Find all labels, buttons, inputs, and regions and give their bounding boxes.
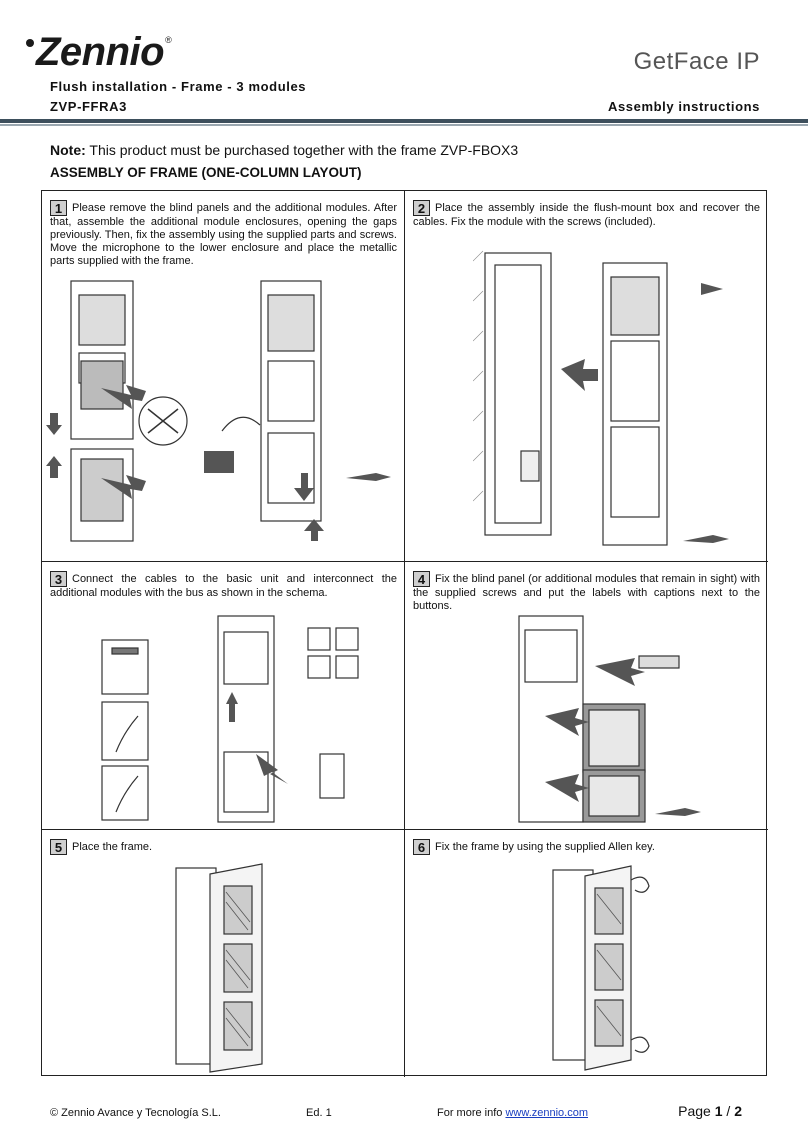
step-number: 4 xyxy=(413,571,430,587)
step-5-cell: 5 Place the frame. xyxy=(42,830,405,1077)
step-number: 6 xyxy=(413,839,430,855)
step-6-text: 6 Fix the frame by using the supplied All… xyxy=(413,839,760,855)
footer-edition: Ed. 1 xyxy=(306,1107,332,1119)
page-current: 1 xyxy=(714,1103,723,1119)
step-5-text: 5 Place the frame. xyxy=(50,839,397,855)
step-number: 2 xyxy=(413,200,430,216)
note-text: This product must be purchased together … xyxy=(85,142,519,158)
step-number: 5 xyxy=(50,839,67,855)
step-6-illustration xyxy=(552,865,650,1071)
document-subtitle: Flush installation - Frame - 3 modules xyxy=(50,79,307,94)
document-type: Assembly instructions xyxy=(607,99,760,114)
footer-more-info: For more info www.zennio.com xyxy=(437,1107,588,1119)
product-name: GetFace IP xyxy=(633,48,760,75)
step-6-cell: 6 Fix the frame by using the supplied All… xyxy=(405,830,768,1077)
step-5-illustration xyxy=(175,863,263,1073)
step-number: 1 xyxy=(50,200,67,216)
page-separator: / xyxy=(722,1103,735,1119)
step-description: Please remove the blind panels and the a… xyxy=(50,202,397,267)
model-code: ZVP-FFRA3 xyxy=(50,99,127,114)
step-description: Place the assembly inside the flush-moun… xyxy=(413,202,760,228)
page-total: 2 xyxy=(734,1103,742,1119)
registered-mark-icon: ® xyxy=(165,35,172,45)
logo-dot-icon xyxy=(26,39,34,47)
step-3-illustration xyxy=(101,615,359,823)
step-description: Connect the cables to the basic unit and… xyxy=(50,573,397,599)
step-2-illustration xyxy=(473,250,729,546)
note-label: Note: xyxy=(50,142,86,158)
step-description: Place the frame. xyxy=(72,841,153,853)
page-number: Page 1 / 2 xyxy=(678,1103,742,1119)
step-description: Fix the blind panel (or additional modul… xyxy=(413,573,760,612)
more-info-label: For more info xyxy=(437,1107,506,1119)
header-rule-light xyxy=(0,124,808,126)
step-4-illustration xyxy=(518,615,701,823)
zennio-logo: Zennio® xyxy=(26,30,172,75)
section-title: ASSEMBLY OF FRAME (ONE-COLUMN LAYOUT) xyxy=(50,165,362,180)
step-1-illustration xyxy=(46,280,391,542)
step-description: Fix the frame by using the supplied Alle… xyxy=(435,841,655,853)
note: Note: This product must be purchased tog… xyxy=(50,142,518,158)
footer-copyright: © Zennio Avance y Tecnología S.L. xyxy=(50,1107,221,1119)
logo-text: Zennio xyxy=(36,30,165,74)
website-link[interactable]: www.zennio.com xyxy=(505,1107,589,1119)
header-rule xyxy=(0,119,808,123)
page-label: Page xyxy=(678,1103,715,1119)
step-number: 3 xyxy=(50,571,67,587)
